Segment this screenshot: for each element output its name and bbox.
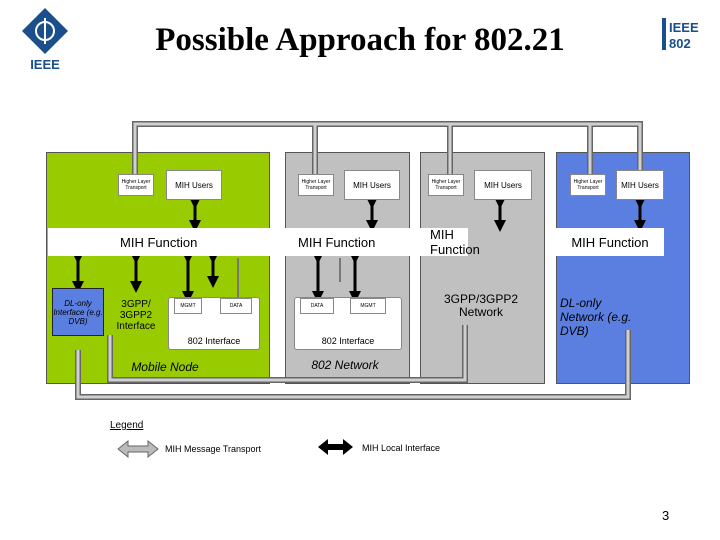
- legend-message-arrow: [117, 439, 159, 459]
- network-802-label: 802 Network: [311, 358, 379, 372]
- local-interface-arrows: [72, 197, 646, 303]
- mn-3gpp-label: 3GPP/ 3GPP2 Interface: [116, 299, 156, 332]
- svg-text:IEEE: IEEE: [30, 57, 60, 72]
- mn-mih-users-box: MIH Users: [166, 170, 222, 200]
- svg-text:802: 802: [669, 36, 691, 51]
- mn-mgmt-box: MGMT: [174, 298, 202, 314]
- svg-text:IEEE: IEEE: [669, 20, 699, 35]
- net802-mih-users-box: MIH Users: [344, 170, 400, 200]
- network-dvb-label: DL-only Network (e.g. DVB): [560, 296, 632, 338]
- ieee802-logo: IEEE 802: [660, 14, 704, 54]
- dvb-mih-users-box: MIH Users: [616, 170, 664, 200]
- network-3gpp-label: 3GPP/3GPP2 Network: [443, 292, 519, 319]
- mobile-node-label: Mobile Node: [131, 360, 199, 374]
- net3gpp-mih-users-box: MIH Users: [474, 170, 532, 200]
- top-transport-bus-fill: [133, 122, 642, 177]
- legend-local-interface: MIH Local Interface: [362, 443, 441, 453]
- mn-mih-function: MIH Function: [120, 234, 198, 250]
- ieee-logo: IEEE: [14, 6, 76, 74]
- light-link-lines: [237, 258, 341, 298]
- mih-function-band-left: MIH Function MIH Function MIH Function: [48, 227, 480, 257]
- mn-dl-only-box: DL-only Interface (e.g. DVB): [52, 288, 104, 336]
- dvb-mih-function: MIH Function: [556, 228, 664, 256]
- net802-data-box: DATA: [300, 298, 334, 314]
- mn-higher-layer-box: Higher Layer Transport: [118, 174, 154, 196]
- net802-higher-layer-box: Higher Layer Transport: [298, 174, 334, 196]
- legend-title: Legend: [110, 420, 144, 431]
- legend-local-arrow: [318, 439, 353, 455]
- net3gpp-higher-layer-box: Higher Layer Transport: [428, 174, 464, 196]
- bottom-transport-bus-fill: [76, 325, 630, 399]
- page-number: 3: [662, 508, 670, 523]
- slide-title: Possible Approach for 802.21: [155, 22, 565, 58]
- net802-mih-function: MIH Function: [298, 234, 376, 250]
- legend-message-transport: MIH Message Transport: [165, 444, 262, 454]
- net3gpp-mih-function: MIH Function: [430, 227, 480, 257]
- dvb-higher-layer-box: Higher Layer Transport: [570, 174, 606, 196]
- net802-mgmt-box: MGMT: [350, 298, 386, 314]
- mn-data-box: DATA: [220, 298, 252, 314]
